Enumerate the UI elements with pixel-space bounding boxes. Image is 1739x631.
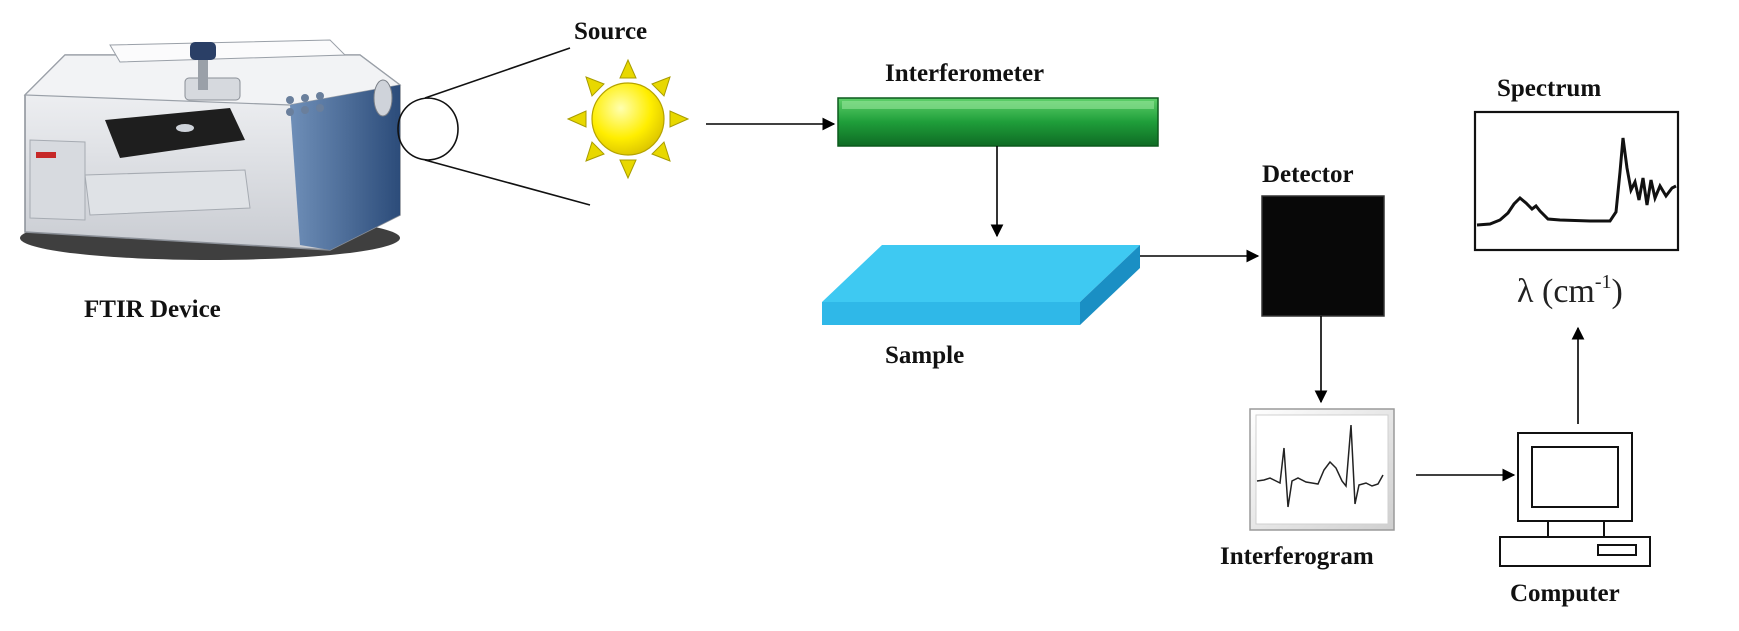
spectrum-axis-unit: λ (cm-1) bbox=[1517, 272, 1623, 309]
label-source: Source bbox=[574, 18, 648, 45]
flow-arrows bbox=[706, 117, 1585, 482]
computer-icon bbox=[1499, 432, 1651, 567]
interferogram-plot bbox=[1249, 408, 1395, 531]
source-sun-icon bbox=[566, 58, 690, 180]
label-ftir-device: FTIR Device bbox=[84, 296, 221, 323]
lambda-symbol: λ bbox=[1517, 273, 1534, 310]
sample-slab bbox=[822, 245, 1140, 325]
label-sample: Sample bbox=[885, 342, 965, 369]
ftir-device-illustration bbox=[20, 39, 402, 260]
source-beam bbox=[397, 47, 591, 206]
label-interferogram: Interferogram bbox=[1220, 543, 1374, 570]
label-detector: Detector bbox=[1262, 161, 1354, 188]
label-spectrum: Spectrum bbox=[1497, 75, 1602, 102]
unit-open: (cm bbox=[1542, 273, 1595, 310]
label-interferometer: Interferometer bbox=[885, 60, 1045, 87]
spectrum-plot bbox=[1473, 110, 1680, 252]
unit-exponent: -1 bbox=[1594, 271, 1612, 293]
label-computer: Computer bbox=[1510, 580, 1620, 607]
unit-close: ) bbox=[1611, 273, 1623, 310]
detector-box bbox=[1261, 195, 1385, 317]
